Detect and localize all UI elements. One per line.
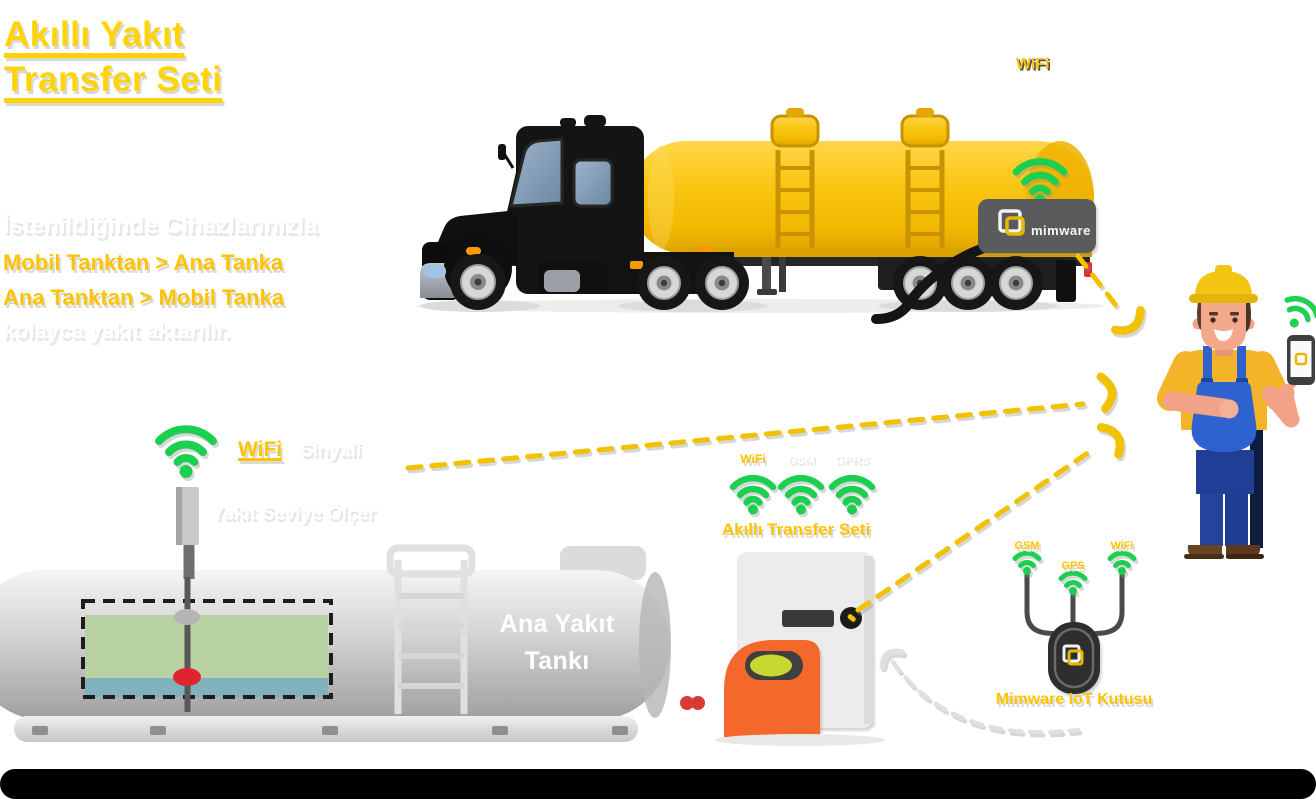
tank-ladder — [386, 544, 476, 714]
arrows — [405, 253, 1145, 735]
arrow-iot-to-cabinet — [879, 648, 1081, 735]
tank-outlet — [680, 696, 705, 710]
sensor-float — [174, 609, 200, 625]
iot-antenna-icons — [1012, 550, 1137, 595]
mimware-brand-text: mimware — [1031, 223, 1091, 238]
mirror — [498, 144, 506, 160]
truck-signal-white-icon — [1008, 88, 1054, 138]
iot-device — [1048, 622, 1100, 694]
arrow-cabinet-to-worker — [855, 423, 1125, 613]
headlight — [424, 265, 446, 278]
cabinet-signal-wifi: WiFi — [740, 452, 766, 466]
worker-arm-folded — [1162, 391, 1234, 418]
mimware-logo-icon — [998, 209, 1022, 233]
sensor-label: Yakıt Seviye Ölçer — [212, 503, 376, 524]
intro-line2: Mobil Tanktan > Ana Tanka — [3, 250, 284, 275]
page-title-line1: Akıllı Yakıt — [4, 15, 185, 54]
tanker-truck — [420, 88, 1096, 324]
iot-signal-wifi: WiFi — [1110, 540, 1134, 552]
windshield — [509, 137, 564, 208]
iot-signal-gsm: GSM — [1014, 540, 1040, 552]
fuel-pump — [724, 640, 820, 737]
smartphone — [1287, 335, 1315, 385]
level-sensor — [173, 487, 201, 712]
intro-line1: İstenildiğinde Cihazlarınızla — [3, 212, 318, 239]
cabinet-wifi-icons — [729, 474, 876, 515]
side-window — [572, 158, 614, 208]
page-title-line2: Transfer Seti — [4, 60, 223, 99]
iot-signal-gps: GPS — [1061, 560, 1085, 572]
tanker-ladder-rear — [900, 108, 950, 248]
iot-caption: Mimware IoT Kutusu — [995, 691, 1153, 708]
tank-wifi-label: WiFi — [238, 438, 283, 461]
sensor-alarm-marker — [173, 668, 201, 686]
truck-cab — [420, 115, 734, 302]
ground-bar — [0, 769, 1316, 799]
worker — [1157, 265, 1316, 559]
tanker-ladder-front — [770, 108, 820, 248]
iot-cables — [1024, 571, 1125, 637]
tank-name-line1: Ana Yakıt — [499, 610, 615, 638]
truck-wifi-label: WiFi — [1016, 56, 1050, 73]
tank-name-line2: Tankı — [524, 647, 590, 675]
cabinet-signal-gprs: GPRS — [834, 452, 870, 466]
main-fuel-tank — [0, 487, 705, 742]
iot-box-group — [1012, 550, 1137, 694]
truck-wheels — [450, 254, 1043, 310]
phone-wifi-icon — [1284, 295, 1316, 328]
worker-face — [1201, 298, 1246, 350]
pump-indicator — [750, 654, 792, 677]
cabinet-signal-gsm: GSM — [787, 452, 815, 466]
arrow-tank-to-worker — [405, 372, 1117, 471]
mudflap — [1056, 260, 1076, 302]
transfer-hose — [871, 243, 989, 324]
intro-line4: kolayca yakıt aktarılır. — [3, 318, 231, 343]
tank-wifi-icon — [155, 425, 217, 478]
arrow-truck-to-worker — [1075, 253, 1145, 335]
fuel-level-window — [81, 599, 333, 699]
intro-line3: Ana Tanktan > Mobil Tanka — [3, 285, 284, 310]
hard-hat — [1189, 265, 1258, 303]
cabinet-slot — [782, 610, 834, 627]
mimware-box — [978, 199, 1096, 253]
worker-smile — [1214, 329, 1233, 341]
tank-wifi-sublabel: Sinyali — [300, 440, 362, 461]
cabinet-title: Akıllı Transfer Seti — [721, 520, 871, 539]
